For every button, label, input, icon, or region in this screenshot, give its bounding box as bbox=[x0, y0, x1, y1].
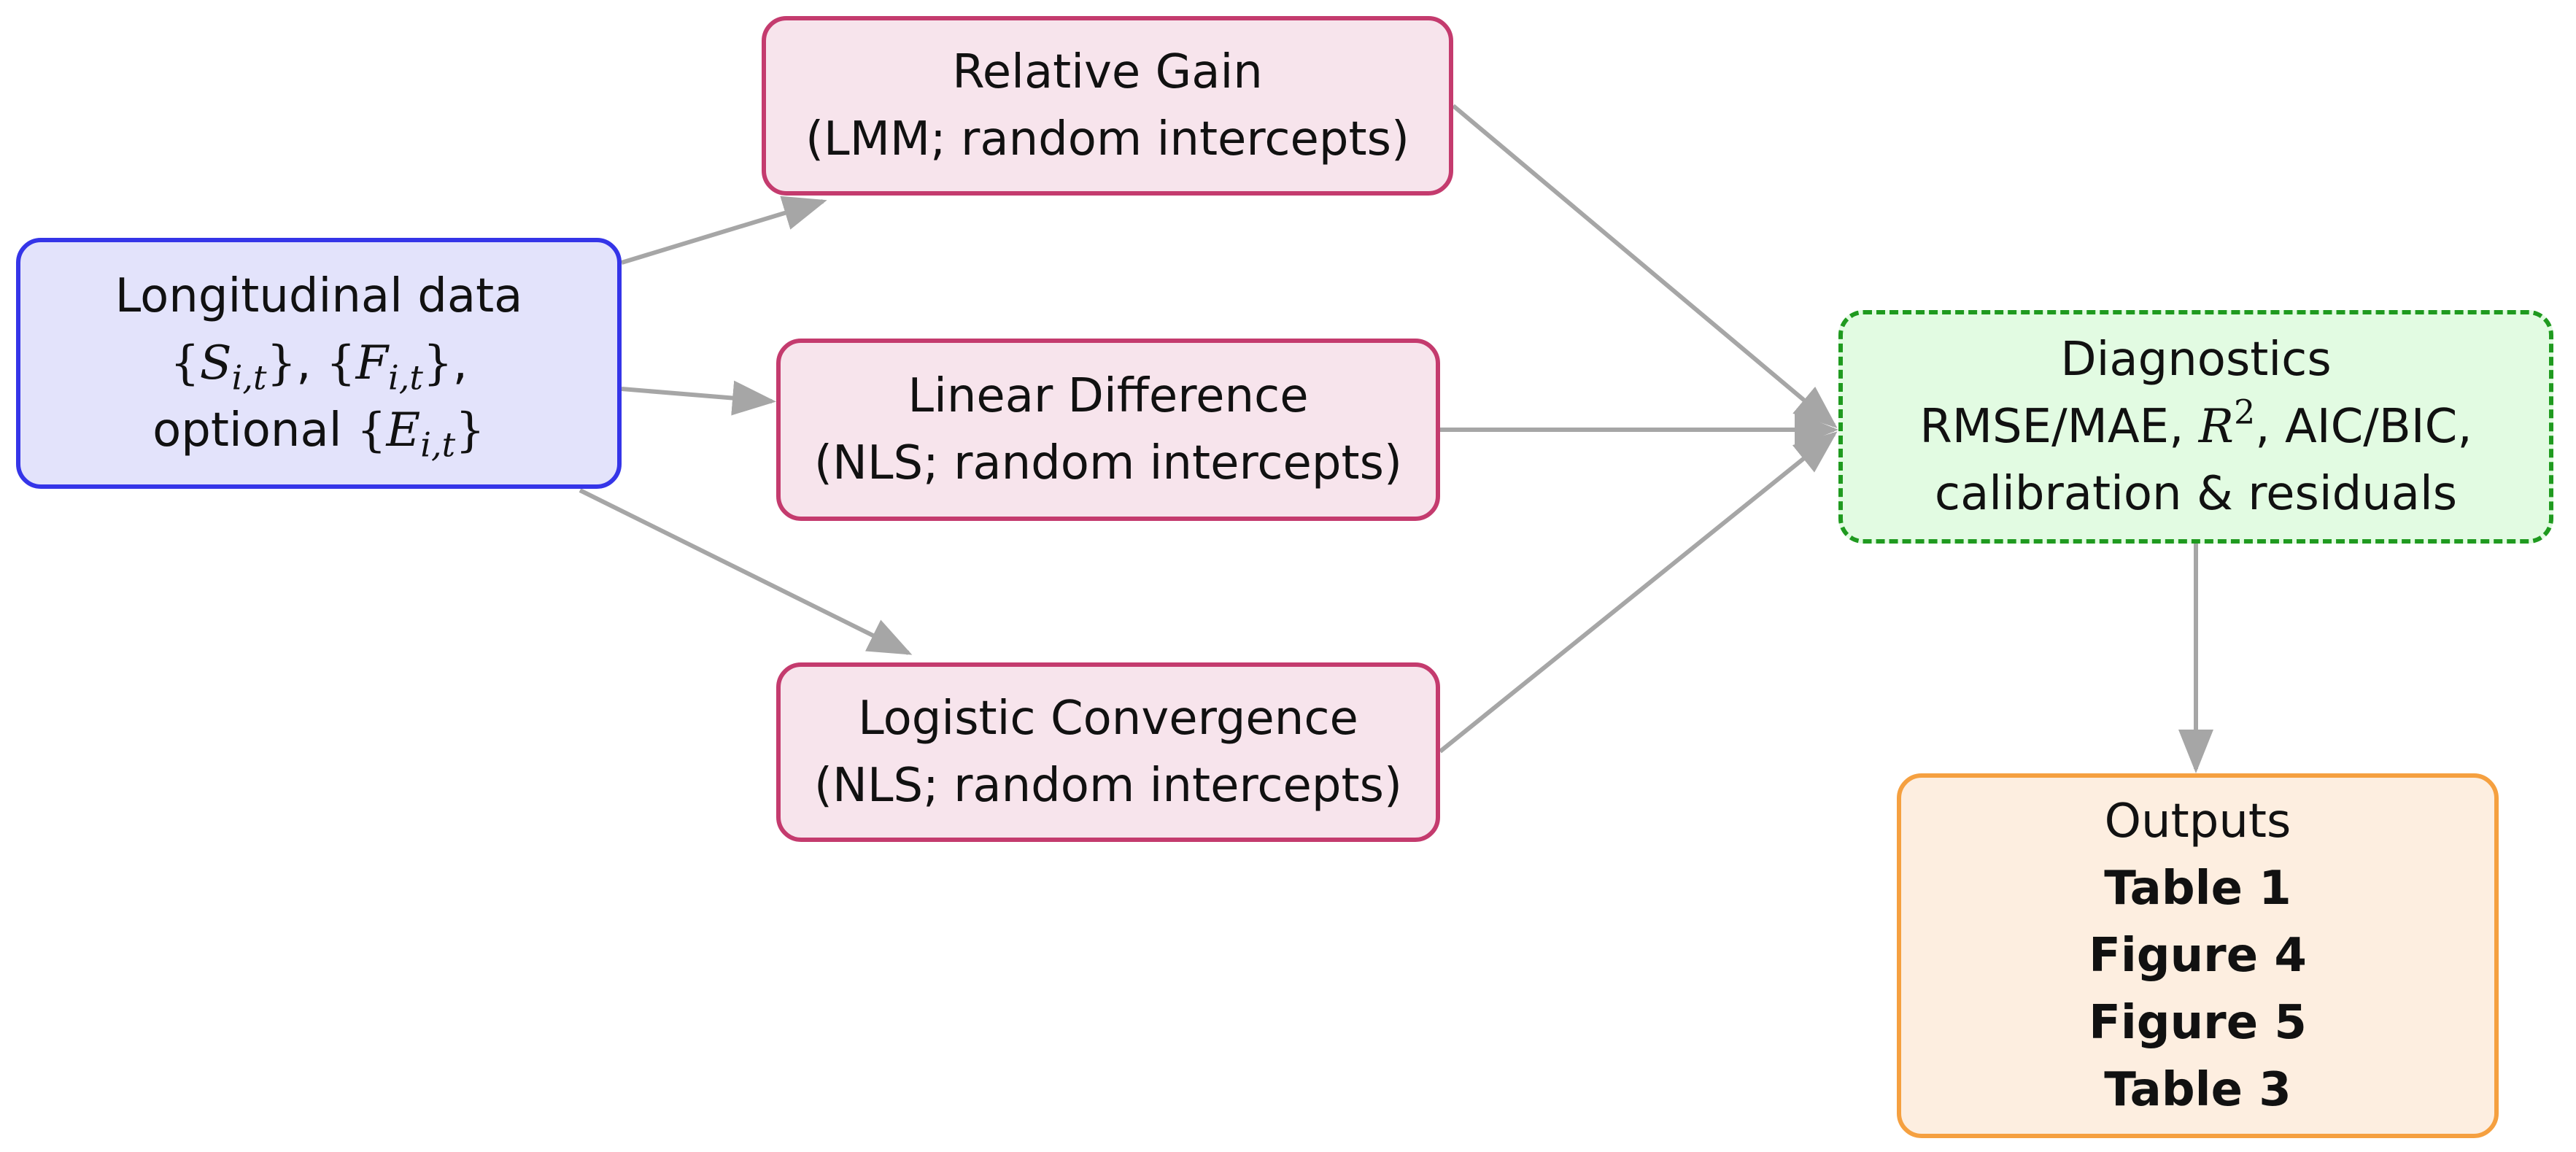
optional-e-series-line: optional {Ei,t} bbox=[152, 397, 485, 464]
relative-gain-subtitle: (LMM; random intercepts) bbox=[805, 112, 1409, 166]
output-item: Figure 4 bbox=[2089, 929, 2307, 983]
metrics-prefix: RMSE/MAE, bbox=[1919, 400, 2199, 454]
r-squared-symbol: R2 bbox=[2198, 392, 2256, 454]
linear-difference-subtitle: (NLS; random intercepts) bbox=[814, 436, 1402, 490]
relative-gain-node: Relative Gain (LMM; random intercepts) bbox=[762, 16, 1453, 196]
logistic-convergence-title: Logistic Convergence bbox=[858, 692, 1358, 746]
arrow-relative-gain-to-diagnostics bbox=[1452, 104, 1838, 428]
logistic-convergence-node: Logistic Convergence (NLS; random interc… bbox=[776, 662, 1440, 842]
linear-difference-node: Linear Difference (NLS; random intercept… bbox=[776, 339, 1440, 521]
diagnostics-line3: calibration & residuals bbox=[1934, 467, 2458, 521]
relative-gain-title: Relative Gain bbox=[952, 45, 1263, 99]
outputs-title: Outputs bbox=[2104, 795, 2291, 848]
diagnostics-node: Diagnostics RMSE/MAE, R2, AIC/BIC, calib… bbox=[1838, 310, 2553, 544]
metrics-suffix: , AIC/BIC, bbox=[2255, 400, 2472, 454]
arrow-input-to-relative-gain bbox=[621, 196, 827, 265]
arrow-input-to-linear-difference bbox=[621, 380, 776, 416]
optional-label: optional bbox=[152, 403, 342, 457]
arrow-logistic-convergence-to-diagnostics bbox=[1439, 431, 1838, 754]
longitudinal-data-node: Longitudinal data {Si,t}, {Fi,t}, option… bbox=[16, 238, 622, 489]
f-series-symbol: {Fi,t} bbox=[325, 336, 453, 398]
output-item: Figure 5 bbox=[2089, 996, 2307, 1050]
logistic-convergence-subtitle: (NLS; random intercepts) bbox=[814, 759, 1402, 813]
arrow-input-to-logistic-convergence bbox=[579, 488, 913, 655]
e-series-symbol: {Ei,t} bbox=[356, 403, 485, 465]
output-item: Table 1 bbox=[2104, 862, 2291, 916]
linear-difference-title: Linear Difference bbox=[908, 369, 1309, 423]
output-item: Table 3 bbox=[2104, 1063, 2291, 1117]
outputs-node: Outputs Table 1 Figure 4 Figure 5 Table … bbox=[1897, 773, 2499, 1138]
s-series-symbol: {Si,t} bbox=[170, 336, 297, 398]
longitudinal-data-title: Longitudinal data bbox=[115, 269, 523, 323]
series-s-f-line: {Si,t}, {Fi,t}, bbox=[170, 336, 468, 398]
diagnostics-metrics-line: RMSE/MAE, R2, AIC/BIC, bbox=[1919, 393, 2472, 460]
diagnostics-title: Diagnostics bbox=[2060, 333, 2332, 387]
